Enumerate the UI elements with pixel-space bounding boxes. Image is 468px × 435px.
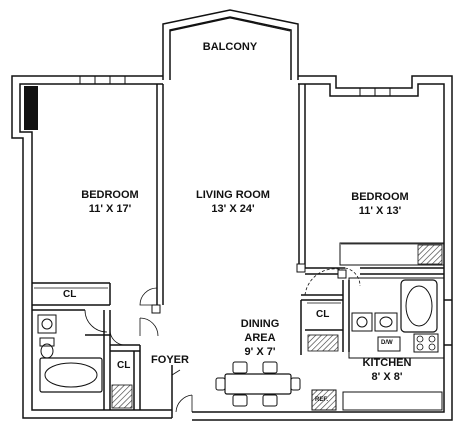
washer-drum	[379, 316, 393, 328]
toilet-tank	[39, 337, 55, 347]
counter-hatch-block	[417, 244, 443, 265]
bedroom-left-dims: 11' X 17'	[88, 203, 132, 215]
kitchen-sink	[351, 312, 373, 332]
windows	[79, 76, 391, 96]
burner-2	[428, 335, 436, 343]
column-block	[24, 86, 38, 130]
kitchen-sink-bowl	[356, 316, 368, 328]
refrigerator-box	[311, 389, 337, 411]
dining-table	[224, 373, 292, 395]
balcony-label: BALCONY	[195, 40, 265, 54]
toilet-bowl	[40, 343, 54, 359]
dining-dims: 9' X 7'	[244, 346, 276, 358]
bedroom-right-label: BEDROOM 11' X 13'	[340, 190, 420, 218]
oven-range	[400, 279, 438, 333]
foyer-label: FOYER	[145, 353, 195, 367]
dishwasher-box	[377, 336, 401, 352]
balcony-name: BALCONY	[202, 41, 258, 53]
bedroom-counter	[339, 242, 445, 266]
dining-name2: AREA	[244, 332, 276, 344]
bedroom-right-name: BEDROOM	[351, 191, 409, 203]
door-jambs	[151, 263, 347, 314]
balcony-railing	[169, 17, 291, 32]
closet-label-left-bedroom: CL	[63, 289, 77, 300]
bedroom-left-label: BEDROOM 11' X 17'	[70, 188, 150, 216]
bedroom-left-name: BEDROOM	[81, 189, 139, 201]
bathtub	[39, 357, 103, 393]
kitchen-dims: 8' X 8'	[371, 371, 403, 383]
bathtub-basin	[44, 362, 98, 388]
cooktop	[413, 333, 439, 353]
dining-chairs	[215, 361, 301, 407]
exterior-walls	[11, 75, 453, 421]
foyer-name: FOYER	[151, 354, 189, 366]
refrigerator-label: REF.	[315, 397, 329, 403]
living-room-name: LIVING ROOM	[196, 189, 270, 201]
oven-window	[405, 285, 433, 327]
kitchen-lower-counter	[342, 391, 443, 411]
kitchen-counter	[348, 277, 445, 359]
washer-box	[374, 312, 398, 332]
closet-shelves	[34, 243, 444, 304]
door-swings	[84, 267, 361, 413]
closet-label-bath: CL	[117, 360, 131, 371]
living-room-dims: 13' X 24'	[211, 203, 255, 215]
dishwasher-label: D/W	[381, 340, 393, 346]
burner-4	[428, 343, 436, 351]
closet-label-right-bedroom: CL	[316, 309, 330, 320]
balcony-walls	[162, 9, 299, 80]
kitchen-label: KITCHEN 8' X 8'	[352, 356, 422, 384]
kitchen-hatch-block	[307, 334, 339, 352]
burner-1	[416, 335, 424, 343]
bath-closet-hatch	[111, 384, 133, 409]
dining-label: DINING AREA 9' X 7'	[225, 317, 295, 359]
bath-sink-bowl	[41, 318, 53, 330]
bedroom-right-dims: 11' X 13'	[358, 205, 402, 217]
burner-3	[416, 343, 424, 351]
kitchen-name: KITCHEN	[362, 357, 412, 369]
bath-sink	[37, 314, 57, 334]
living-room-label: LIVING ROOM 13' X 24'	[188, 188, 278, 216]
dining-name: DINING	[240, 318, 280, 330]
